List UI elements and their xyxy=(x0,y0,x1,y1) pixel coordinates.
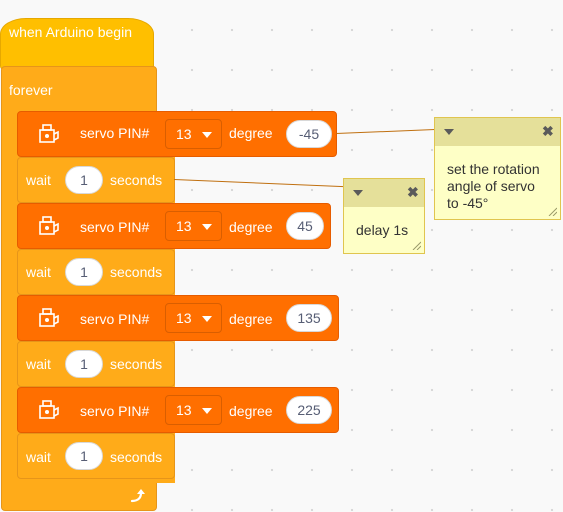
chevron-down-icon xyxy=(202,408,212,414)
pin-dropdown[interactable]: 13 xyxy=(165,211,222,241)
wait-seconds-input[interactable]: 1 xyxy=(65,442,103,470)
degree-input[interactable]: 45 xyxy=(286,212,324,240)
resize-handle-icon[interactable] xyxy=(547,206,557,216)
when-arduino-begin-block[interactable] xyxy=(0,18,154,70)
comment-line: delay 1s xyxy=(356,222,409,238)
comment-text[interactable]: delay 1s xyxy=(356,222,408,239)
seconds-label: seconds xyxy=(110,449,163,465)
comment-note-1[interactable]: ✖ set the rotation angle of servo to -45… xyxy=(434,117,561,220)
chevron-down-icon xyxy=(202,224,212,230)
wait-block-1[interactable]: wait 1 seconds xyxy=(17,157,175,203)
wait-block-4[interactable]: wait 1 seconds xyxy=(17,433,175,479)
servo-block-1[interactable]: servo PIN# 13 degree -45 xyxy=(17,111,337,157)
comment-connector-line xyxy=(336,129,435,134)
pin-value: 13 xyxy=(176,310,192,326)
comment-text[interactable]: set the rotation angle of servo to -45° xyxy=(447,161,540,212)
degree-label: degree xyxy=(229,219,273,235)
close-icon[interactable]: ✖ xyxy=(542,123,554,139)
servo-label: servo PIN# xyxy=(80,219,150,235)
pin-dropdown[interactable]: 13 xyxy=(165,119,222,149)
comment-line: angle of servo xyxy=(447,178,535,194)
degree-input[interactable]: 135 xyxy=(286,304,332,332)
pin-value: 13 xyxy=(176,402,192,418)
wait-block-2[interactable]: wait 1 seconds xyxy=(17,249,175,295)
collapse-chevron-icon[interactable] xyxy=(444,129,454,135)
pin-dropdown[interactable]: 13 xyxy=(165,303,222,333)
wait-seconds-input[interactable]: 1 xyxy=(65,258,103,286)
comment-note-2[interactable]: ✖ delay 1s xyxy=(343,178,425,254)
wait-label: wait xyxy=(26,172,51,188)
degree-label: degree xyxy=(229,125,273,141)
seconds-label: seconds xyxy=(110,356,163,372)
servo-label: servo PIN# xyxy=(80,125,150,141)
wait-seconds-input[interactable]: 1 xyxy=(65,166,103,194)
degree-input[interactable]: 225 xyxy=(286,396,332,424)
servo-block-3[interactable]: servo PIN# 13 degree 135 xyxy=(17,295,339,341)
wait-label: wait xyxy=(26,449,51,465)
servo-block-4[interactable]: servo PIN# 13 degree 225 xyxy=(17,387,339,433)
collapse-chevron-icon[interactable] xyxy=(353,190,363,196)
resize-handle-icon[interactable] xyxy=(411,240,421,250)
comment-header[interactable]: ✖ xyxy=(344,179,424,207)
seconds-label: seconds xyxy=(110,264,163,280)
servo-motor-icon xyxy=(39,400,59,419)
pin-value: 13 xyxy=(176,218,192,234)
wait-label: wait xyxy=(26,264,51,280)
comment-line: to -45° xyxy=(447,195,489,211)
chevron-down-icon xyxy=(202,316,212,322)
forever-block-label: forever xyxy=(9,82,53,98)
comment-header[interactable]: ✖ xyxy=(435,118,560,146)
wait-label: wait xyxy=(26,356,51,372)
servo-label: servo PIN# xyxy=(80,311,150,327)
close-icon[interactable]: ✖ xyxy=(407,184,419,200)
repeat-arrow-icon xyxy=(130,489,145,503)
servo-motor-icon xyxy=(39,124,59,143)
pin-value: 13 xyxy=(176,126,192,142)
comment-line: set the rotation xyxy=(447,161,540,177)
comment-connector-line xyxy=(173,179,344,188)
pin-dropdown[interactable]: 13 xyxy=(165,395,222,425)
wait-seconds-input[interactable]: 1 xyxy=(65,350,103,378)
wait-block-3[interactable]: wait 1 seconds xyxy=(17,341,175,387)
degree-label: degree xyxy=(229,311,273,327)
hat-block-label: when Arduino begin xyxy=(9,24,132,40)
seconds-label: seconds xyxy=(110,172,163,188)
servo-block-2[interactable]: servo PIN# 13 degree 45 xyxy=(17,203,331,249)
servo-motor-icon xyxy=(39,216,59,235)
degree-label: degree xyxy=(229,403,273,419)
servo-motor-icon xyxy=(39,308,59,327)
chevron-down-icon xyxy=(202,132,212,138)
servo-label: servo PIN# xyxy=(80,403,150,419)
degree-input[interactable]: -45 xyxy=(286,120,332,148)
